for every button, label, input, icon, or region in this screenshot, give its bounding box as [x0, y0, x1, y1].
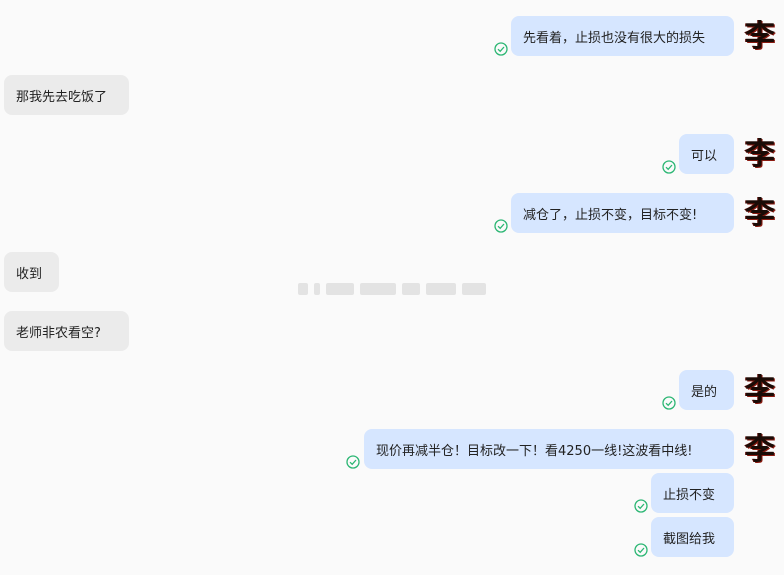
avatar[interactable]: 李 [745, 196, 775, 231]
check-circle-icon [494, 219, 508, 233]
message-text: 可以 [691, 148, 718, 164]
check-circle-icon [634, 499, 648, 513]
avatar[interactable]: 李 [745, 19, 775, 54]
check-circle-icon [662, 160, 676, 174]
message-text: 是的 [691, 384, 718, 400]
message-bubble-outgoing[interactable]: 是的 [679, 370, 734, 410]
message-bubble-outgoing[interactable]: 截图给我 [651, 517, 734, 557]
message-bubble-outgoing[interactable]: 止损不变 [651, 473, 734, 513]
check-circle-icon [346, 455, 360, 469]
blurred-watermark [298, 278, 488, 300]
message-text: 收到 [16, 266, 43, 282]
message-text: 截图给我 [663, 531, 716, 547]
message-bubble-outgoing[interactable]: 可以 [679, 134, 734, 174]
avatar[interactable]: 李 [745, 432, 775, 467]
check-circle-icon [494, 42, 508, 56]
message-bubble-incoming[interactable]: 那我先去吃饭了 [4, 75, 129, 115]
avatar[interactable]: 李 [745, 373, 775, 408]
message-bubble-incoming[interactable]: 老师非农看空? [4, 311, 129, 351]
message-text: 那我先去吃饭了 [16, 89, 108, 105]
message-text: 现价再减半仓！目标改一下！看4250一线!这波看中线! [376, 443, 693, 459]
check-circle-icon [634, 543, 648, 557]
message-text: 减仓了，止损不变，目标不变! [523, 207, 698, 223]
message-text: 止损不变 [663, 487, 716, 503]
message-bubble-outgoing[interactable]: 先看着，止损也没有很大的损失 [511, 16, 734, 56]
message-bubble-incoming[interactable]: 收到 [4, 252, 59, 292]
message-bubble-outgoing[interactable]: 现价再减半仓！目标改一下！看4250一线!这波看中线! [364, 429, 734, 469]
message-bubble-outgoing[interactable]: 减仓了，止损不变，目标不变! [511, 193, 734, 233]
check-circle-icon [662, 396, 676, 410]
avatar[interactable]: 李 [745, 137, 775, 172]
message-text: 先看着，止损也没有很大的损失 [523, 30, 706, 46]
message-text: 老师非农看空? [16, 325, 101, 341]
